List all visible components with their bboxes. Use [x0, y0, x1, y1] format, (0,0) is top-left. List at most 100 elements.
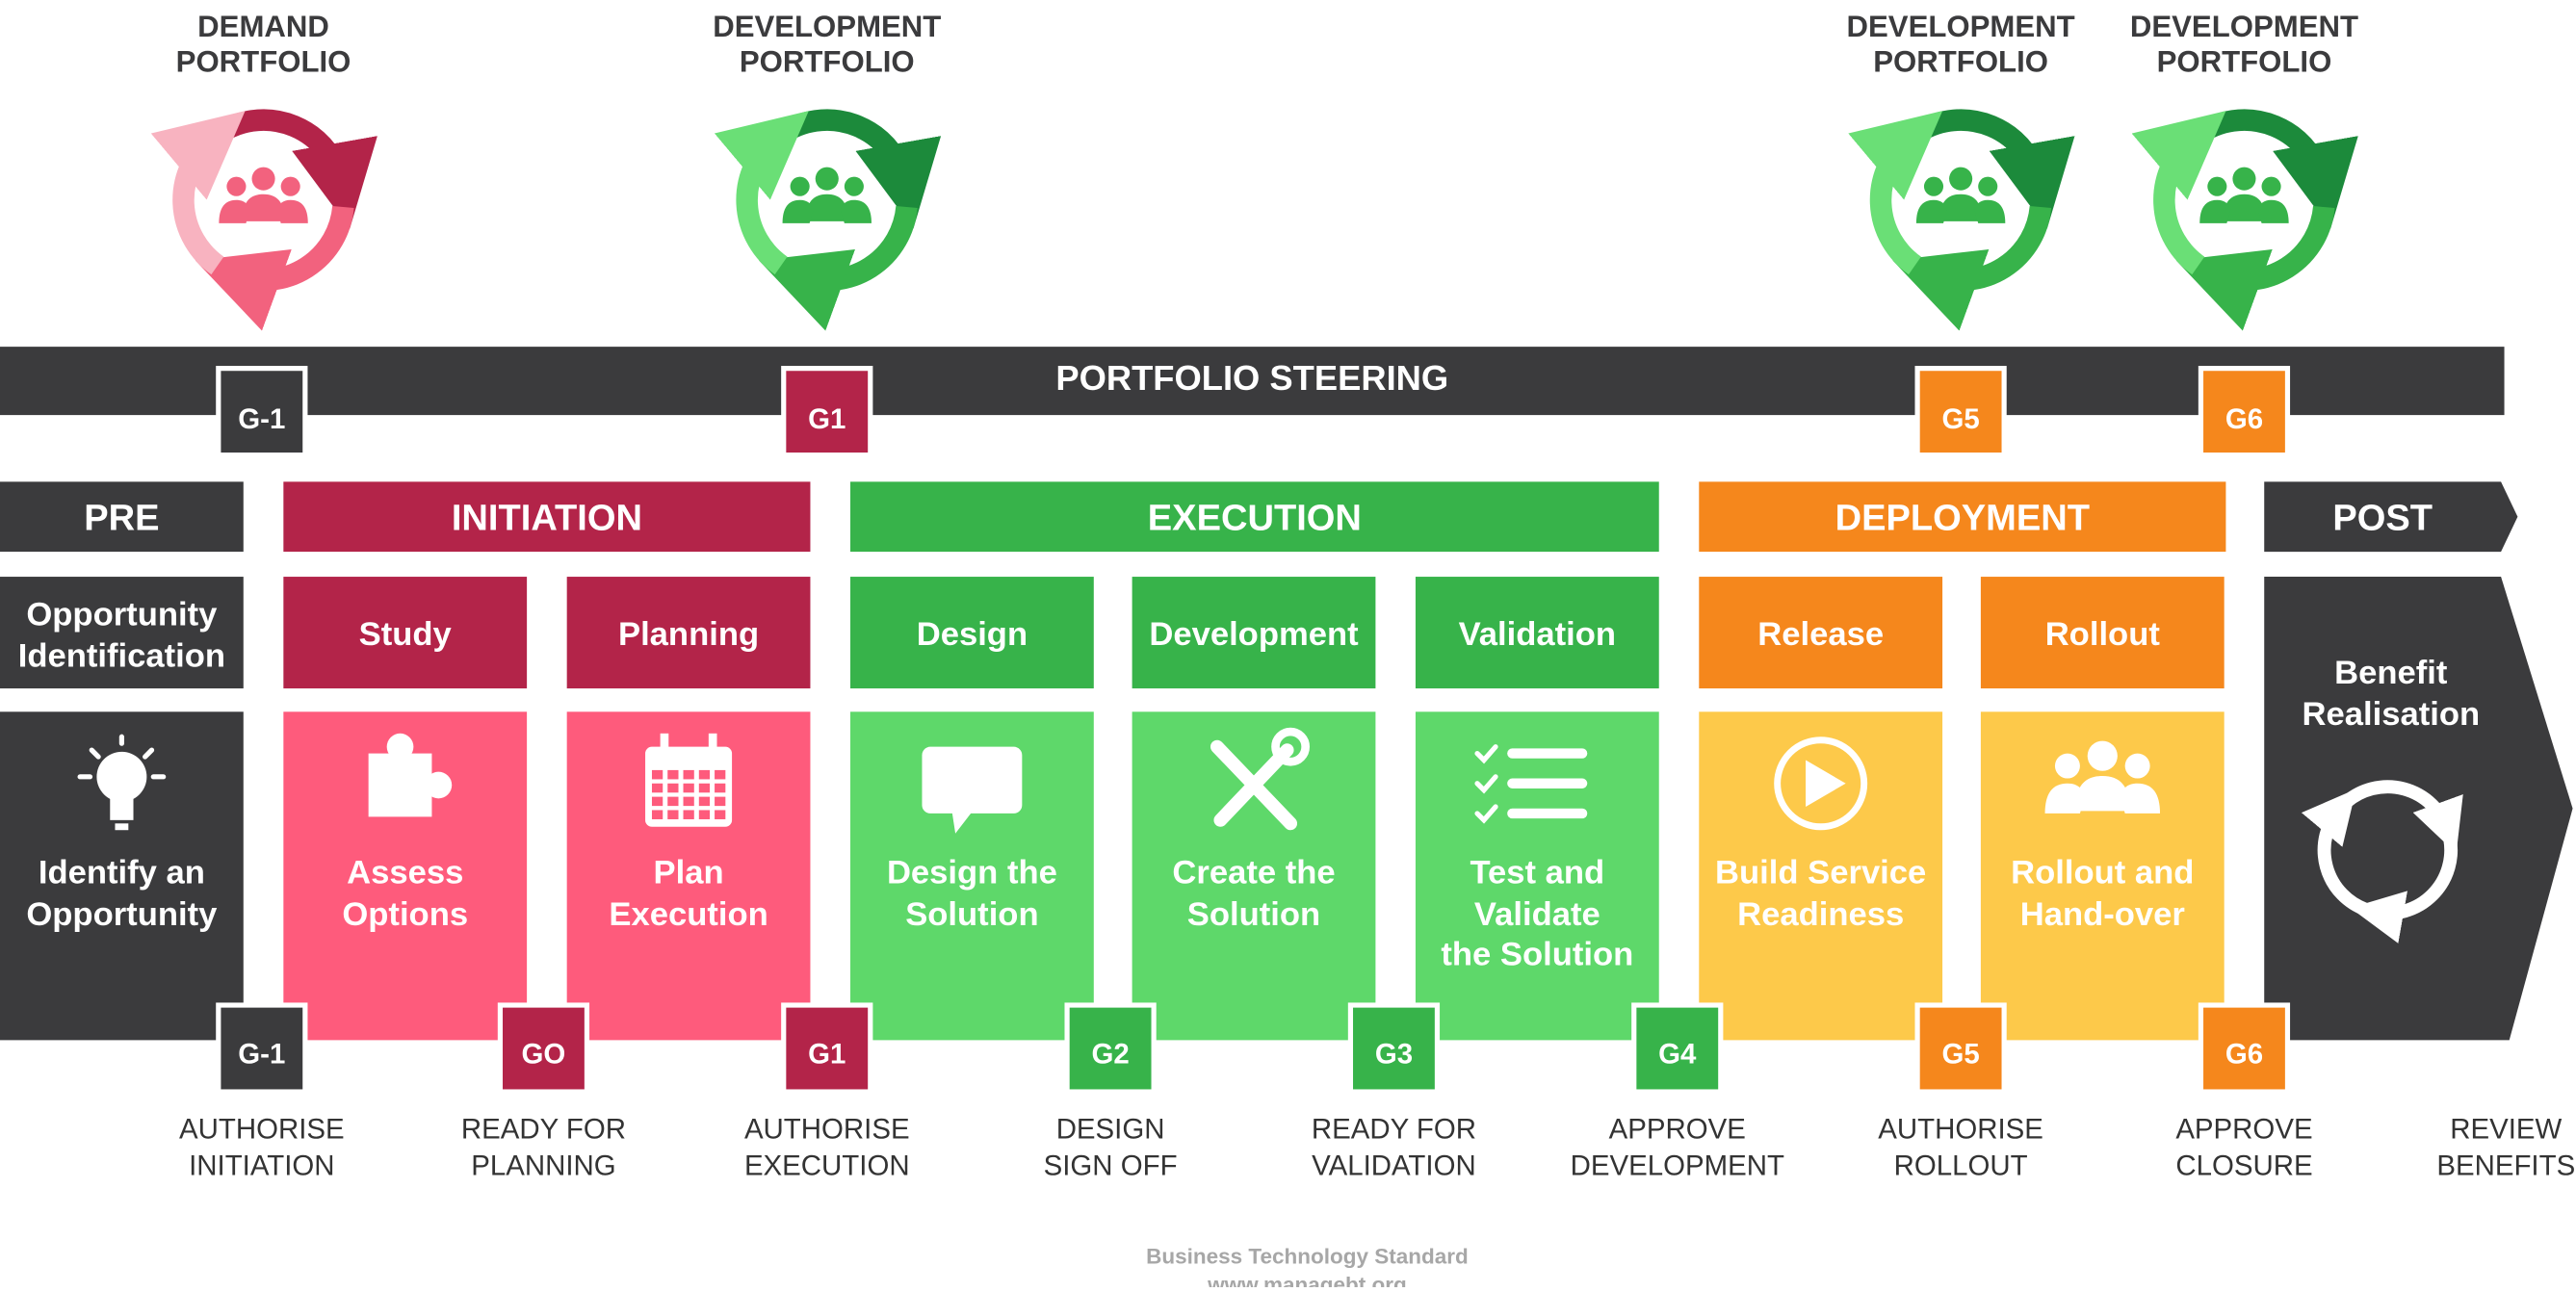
pre-activity-line2: Opportunity [26, 896, 218, 933]
steering-gate-box [216, 366, 308, 458]
gate-9: REVIEW BENEFITS [2436, 1114, 2575, 1182]
phase-header-bar [1699, 481, 2226, 553]
gate-box [781, 1002, 873, 1095]
footer-line2: www.managebt.org [1207, 1273, 1407, 1287]
gate-label: G6 [2225, 1039, 2263, 1071]
checklist-icon [1474, 744, 1588, 824]
pre-activity-line1: Identify an [39, 855, 205, 891]
gate-box [216, 1002, 308, 1095]
portfolio-cycle-icon [150, 109, 377, 331]
portfolio-subtitle: PORTFOLIO [740, 44, 915, 78]
steering-gate-box [1914, 366, 2007, 458]
gate-caption-line2: VALIDATION [1312, 1150, 1476, 1182]
check-mark [1474, 804, 1498, 824]
steering-gate-label: G-1 [238, 403, 285, 435]
gate-box [497, 1002, 590, 1095]
steering-gate-4: G6 [2198, 366, 2291, 458]
calendar-cell [698, 796, 711, 807]
portfolio-cycle-icon [714, 109, 942, 331]
calendar-cell [667, 796, 679, 807]
portfolio-title: DEVELOPMENT [2130, 10, 2358, 43]
phase-header-bar [850, 481, 1659, 553]
phase-header-label: INITIATION [452, 499, 642, 539]
checklist-line [1507, 748, 1588, 759]
gate-caption-line2: CLOSURE [2175, 1150, 2312, 1182]
gate-label: G2 [1091, 1039, 1129, 1071]
stage-header-box [1699, 577, 1943, 689]
stage-activity-line1: Test and [1470, 855, 1604, 891]
pre-stage-box [0, 577, 244, 689]
cycle-arrow [774, 109, 942, 229]
steering-gate-label: G5 [1941, 403, 1979, 435]
gate-box [1914, 1002, 2007, 1095]
portfolio-subtitle: PORTFOLIO [2157, 44, 2332, 78]
cycle-arrow [2342, 780, 2463, 854]
checklist-line [1507, 808, 1588, 819]
steering-gate-label: G1 [808, 403, 846, 435]
gate-caption-line2: SIGN OFF [1044, 1150, 1178, 1182]
stage-name: Planning [618, 616, 759, 653]
gate-caption-line1: REVIEW [2450, 1114, 2562, 1146]
calendar-cell [651, 796, 664, 807]
calendar-cell [715, 783, 726, 793]
steering-gate-box [781, 366, 873, 458]
phase-header-label: PRE [84, 499, 159, 539]
gate-box [1064, 1002, 1157, 1095]
steering-gate-3: G5 [1914, 366, 2007, 458]
pre-stage-line1: Opportunity [26, 596, 218, 633]
phase-header-label: POST [2332, 499, 2433, 539]
stage-name: Validation [1459, 616, 1616, 653]
stage-activity-line2: Solution [905, 896, 1038, 933]
puzzle-knob [425, 771, 453, 799]
gate-label: G3 [1375, 1039, 1413, 1071]
bulb-ray [89, 747, 101, 760]
check-mark [1474, 744, 1498, 764]
gate-label: G4 [1658, 1039, 1697, 1071]
phase-header-2: INITIATION [283, 481, 811, 553]
calendar-cell [667, 810, 679, 819]
gate-caption-line2: INITIATION [189, 1150, 334, 1182]
portfolio-cycle-icon [1848, 109, 2075, 331]
bulb-base [110, 796, 134, 820]
checklist-line [1507, 778, 1588, 788]
steering-gate-label: G6 [2225, 403, 2263, 435]
gate-caption-line2: EXECUTION [744, 1150, 910, 1182]
portfolio-title: DEVELOPMENT [713, 10, 941, 43]
cycle-arrow [759, 205, 918, 331]
calendar-cell [651, 769, 664, 780]
phase-header-3: EXECUTION [850, 481, 1659, 553]
calendar-cell [651, 783, 664, 793]
phase-header-label: EXECUTION [1148, 499, 1362, 539]
pre-stage-line2: Identification [18, 638, 225, 675]
portfolio-cycle-icon [2131, 109, 2358, 331]
gate-caption-line2: BENEFITS [2436, 1150, 2575, 1182]
cycle-arrow [1909, 109, 2075, 229]
stage-name: Design [917, 616, 1028, 653]
people-icon [782, 167, 872, 223]
stage-activity-line2: Validate [1474, 896, 1600, 933]
phase-header-1: PRE [0, 481, 244, 553]
steering-gate-2: G1 [781, 366, 873, 458]
stage-activity-line1: Build Service [1715, 855, 1926, 891]
bulb-tip [115, 823, 129, 831]
stage-activity-line1: Design the [887, 855, 1057, 891]
stage-activity-line3: the Solution [1441, 936, 1633, 972]
post-line1: Benefit [2334, 655, 2448, 691]
stage-header-box [1980, 577, 2225, 689]
stage-activity-box [1415, 711, 1659, 1041]
wrench [1213, 743, 1294, 827]
